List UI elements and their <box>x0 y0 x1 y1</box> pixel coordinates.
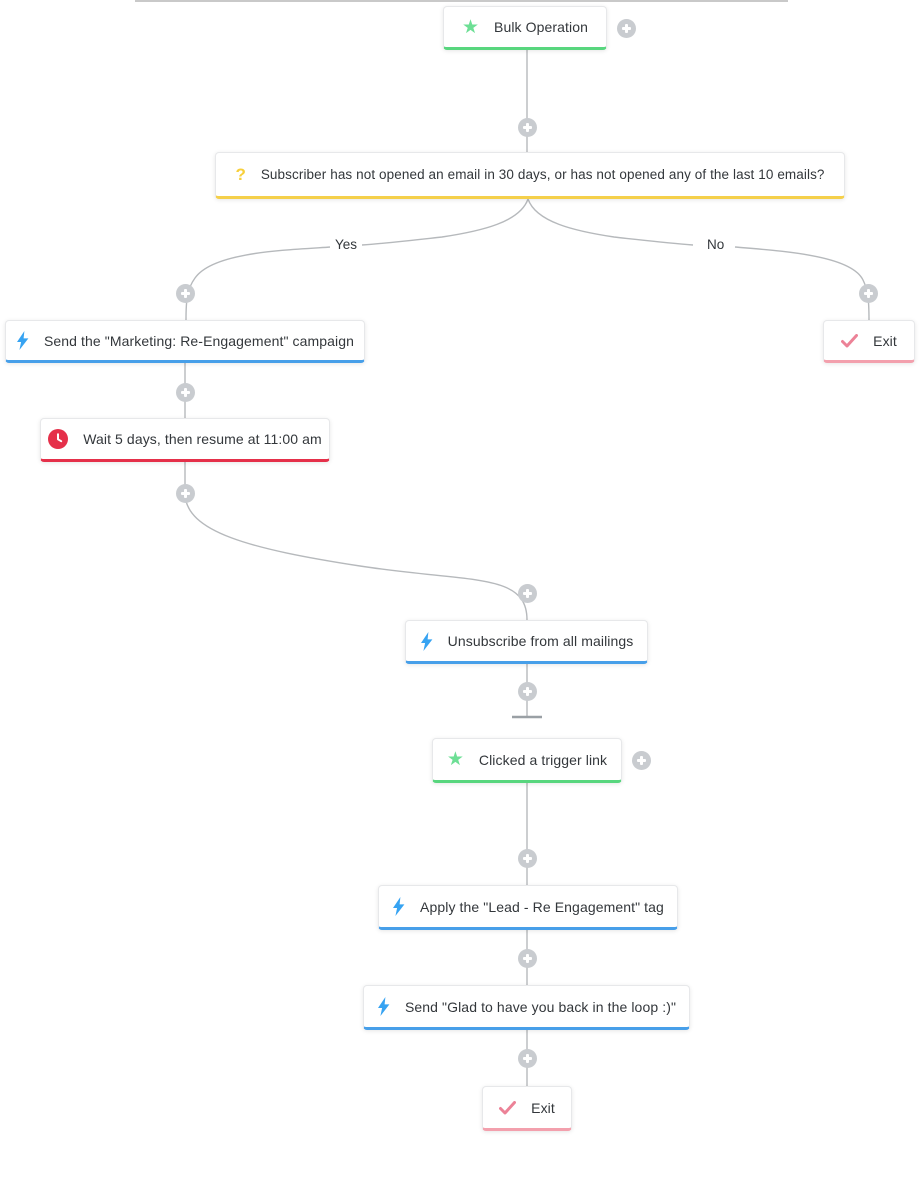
node-label: Wait 5 days, then resume at 11:00 am <box>83 431 322 447</box>
node-apply-tag[interactable]: Apply the "Lead - Re Engagement" tag <box>378 885 678 930</box>
node-label: Unsubscribe from all mailings <box>447 633 634 649</box>
add-step-connector-icon[interactable] <box>176 383 195 402</box>
node-send-campaign[interactable]: Send the "Marketing: Re-Engagement" camp… <box>5 320 365 363</box>
node-label: Apply the "Lead - Re Engagement" tag <box>420 898 664 915</box>
branch-label-yes: Yes <box>330 237 363 252</box>
wire-wait-to-unsubscribe <box>184 462 528 621</box>
add-trigger-button[interactable] <box>632 751 651 770</box>
star-icon: ★ <box>446 748 464 770</box>
node-send-glad-email[interactable]: Send "Glad to have you back in the loop … <box>363 985 690 1030</box>
node-unsubscribe[interactable]: Unsubscribe from all mailings <box>405 620 648 664</box>
node-label: Exit <box>531 1099 555 1116</box>
add-step-connector-icon[interactable] <box>518 584 537 603</box>
add-step-connector-icon[interactable] <box>859 284 878 303</box>
wire-yes-branch-upper <box>361 198 529 246</box>
add-step-connector-icon[interactable] <box>518 118 537 137</box>
node-wait-delay[interactable]: Wait 5 days, then resume at 11:00 am <box>40 418 330 462</box>
node-label: Clicked a trigger link <box>478 751 608 768</box>
node-clicked-trigger-link[interactable]: ★ Clicked a trigger link <box>432 738 622 783</box>
add-step-connector-icon[interactable] <box>518 949 537 968</box>
node-label: Subscriber has not opened an email in 30… <box>260 167 825 182</box>
check-icon <box>499 1100 517 1115</box>
add-step-connector-icon[interactable] <box>518 1049 537 1068</box>
lightning-icon <box>392 897 405 916</box>
node-bulk-operation[interactable]: ★ Bulk Operation <box>443 6 607 50</box>
star-icon: ★ <box>461 15 480 38</box>
wire-yes-branch-lower <box>185 246 332 321</box>
node-label: Bulk Operation <box>494 19 589 35</box>
add-step-connector-icon[interactable] <box>176 484 195 503</box>
node-exit-end[interactable]: Exit <box>482 1086 572 1131</box>
lightning-icon <box>16 331 29 350</box>
add-step-connector-icon[interactable] <box>518 849 537 868</box>
branch-label-no: No <box>702 237 730 252</box>
node-exit-no-branch[interactable]: Exit <box>823 320 915 363</box>
lightning-icon <box>420 631 433 651</box>
wire-no-branch-upper <box>527 198 694 246</box>
node-label: Send "Glad to have you back in the loop … <box>404 998 677 1015</box>
question-icon: ? <box>235 165 246 184</box>
add-step-connector-icon[interactable] <box>518 682 537 701</box>
node-label: Send the "Marketing: Re-Engagement" camp… <box>43 332 355 349</box>
node-label: Exit <box>873 332 897 349</box>
check-icon <box>841 333 859 348</box>
add-trigger-button[interactable] <box>617 19 636 38</box>
lightning-icon <box>377 997 390 1016</box>
add-step-connector-icon[interactable] <box>176 284 195 303</box>
wire-no-branch-lower <box>734 246 870 321</box>
clock-icon <box>48 429 69 449</box>
node-condition[interactable]: ? Subscriber has not opened an email in … <box>215 152 845 199</box>
